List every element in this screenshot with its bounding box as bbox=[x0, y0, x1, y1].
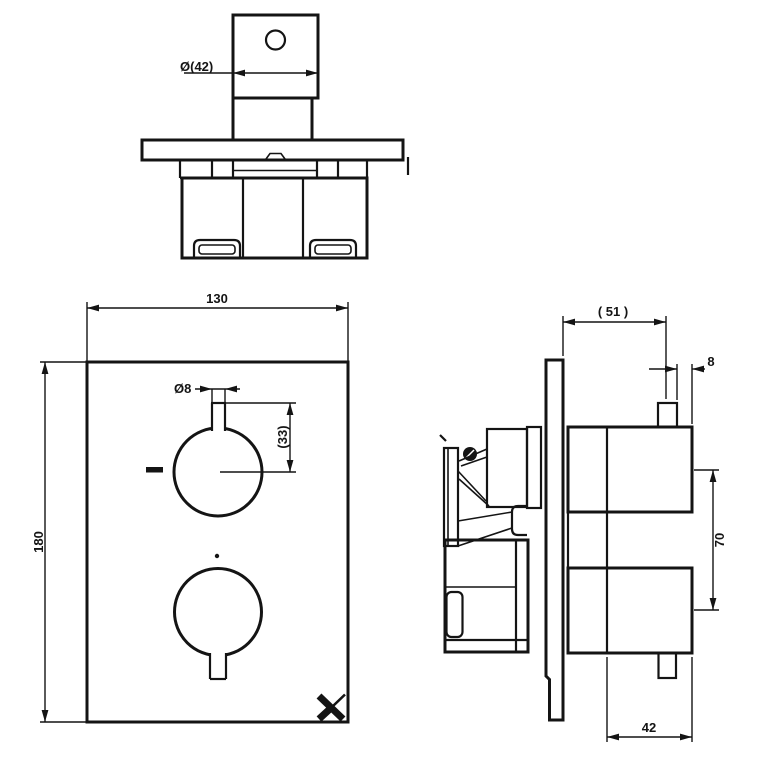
plate-notch bbox=[265, 152, 286, 160]
outlet-port bbox=[510, 504, 527, 537]
handles-side bbox=[566, 401, 694, 680]
dim-label-wall-projection: ( 51 ) bbox=[598, 304, 628, 319]
lower-valve-block bbox=[443, 538, 530, 654]
wall-plate-side bbox=[544, 358, 565, 722]
temperature-stem bbox=[210, 401, 227, 431]
left-inlet-foot bbox=[192, 238, 242, 258]
minus-indicator bbox=[146, 467, 163, 473]
dim-stem-center-offset: (33) bbox=[220, 402, 296, 473]
flow-handle-side bbox=[566, 566, 694, 655]
temperature-stem-side bbox=[656, 401, 679, 429]
fixing-nuts bbox=[178, 160, 369, 180]
mounting-bracket bbox=[442, 446, 460, 548]
dim-stem-protrusion: 8 bbox=[649, 354, 715, 424]
wall-plate-top bbox=[140, 138, 405, 162]
handle-collar-top bbox=[231, 96, 314, 142]
dim-plate-width: 130 bbox=[86, 291, 349, 362]
stem-hole bbox=[264, 29, 287, 51]
handle-collar-side bbox=[566, 510, 609, 570]
dim-label-handle-diameter: Ø(42) bbox=[180, 59, 213, 74]
top-view: Ø(42) bbox=[140, 13, 410, 260]
dim-label-plate-width: 130 bbox=[206, 291, 228, 306]
dim-stem-diameter: Ø8 bbox=[174, 381, 240, 403]
flow-stem bbox=[208, 653, 228, 681]
index-dot bbox=[214, 553, 220, 559]
wall-plate-front bbox=[85, 360, 350, 724]
dim-label-stem-diameter: Ø8 bbox=[174, 381, 191, 396]
flow-stem-side bbox=[657, 651, 678, 680]
dim-label-plate-height: 180 bbox=[31, 531, 46, 553]
concealed-valve-body bbox=[439, 425, 543, 654]
right-inlet-foot bbox=[308, 238, 358, 258]
dim-handle-centres: 70 bbox=[694, 469, 727, 611]
valve-body-top bbox=[180, 176, 369, 260]
side-view: ( 51 ) 8 70 42 bbox=[439, 304, 727, 742]
dim-label-handle-centres: 70 bbox=[712, 533, 727, 547]
dim-label-stem-protrusion: 8 bbox=[707, 354, 714, 369]
dim-label-handle-depth: 42 bbox=[642, 720, 656, 735]
flow-handle bbox=[173, 567, 263, 657]
cartridge-housing bbox=[485, 427, 529, 509]
handle-top-face bbox=[231, 13, 320, 100]
dim-label-stem-center-offset: (33) bbox=[275, 425, 290, 448]
temperature-handle-side bbox=[566, 425, 694, 514]
dim-handle-depth: 42 bbox=[606, 657, 693, 742]
dim-handle-diameter: Ø(42) bbox=[180, 59, 318, 77]
crosswater-x-logo bbox=[316, 693, 346, 722]
dim-plate-height: 180 bbox=[31, 361, 87, 723]
dim-wall-projection: ( 51 ) bbox=[562, 304, 667, 399]
front-view: 130 180 bbox=[31, 291, 350, 724]
